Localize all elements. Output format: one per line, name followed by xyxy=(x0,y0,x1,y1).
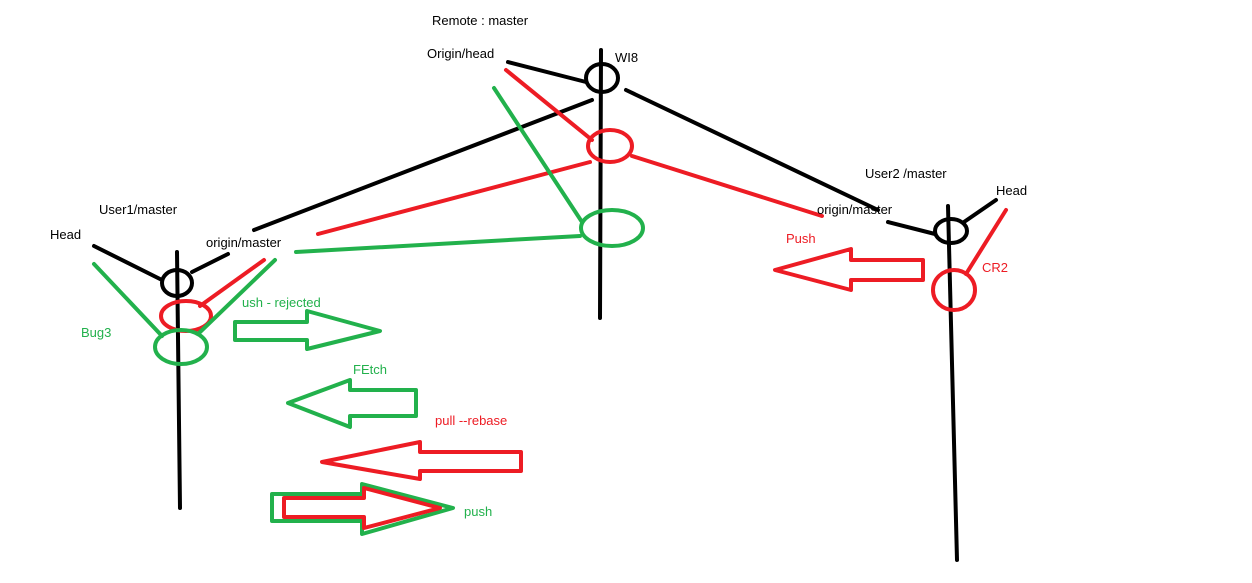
remote-origin-head-red-pointer xyxy=(504,68,594,142)
action-arrows xyxy=(233,247,925,536)
arrow-push-rejected xyxy=(233,309,382,351)
user2-title: User2 /master xyxy=(865,166,947,181)
user1-commit-wi8 xyxy=(160,268,194,298)
user2-head-label: Head xyxy=(996,183,1028,198)
remote-branch xyxy=(252,48,880,320)
remote-commit-label: WI8 xyxy=(615,50,639,65)
user1-commit-label: Bug3 xyxy=(81,325,112,340)
user1-origin-red-pointer xyxy=(198,258,266,308)
user2-branch xyxy=(886,198,1008,562)
user2-origin-pointer xyxy=(886,220,937,236)
user1-head-pointer xyxy=(92,244,164,282)
push-label: push xyxy=(464,504,493,519)
user1-branch xyxy=(92,244,277,510)
user1-origin-green-pointer xyxy=(196,258,277,336)
remote-cr2-to-user1-red-link xyxy=(316,160,592,236)
user1-title: User1/master xyxy=(99,202,178,217)
user2-head-pointer xyxy=(962,198,998,224)
remote-cr2-to-user2-red-link xyxy=(630,154,824,218)
remote-origin-head-label: Origin/head xyxy=(427,46,495,61)
user1-origin-label: origin/master xyxy=(206,235,282,250)
remote-origin-head-green-pointer xyxy=(492,86,584,224)
user1-origin-pointer xyxy=(190,252,230,274)
user2-commit-label: CR2 xyxy=(982,260,1009,275)
user2-origin-label: origin/master xyxy=(817,202,893,217)
arrow-push-red xyxy=(282,486,442,530)
arrow-fetch xyxy=(286,378,418,429)
remote-origin-head-pointer xyxy=(506,60,588,84)
user1-head-label: Head xyxy=(50,227,82,242)
remote-commit-wi8 xyxy=(584,62,620,94)
remote-commit-cr2 xyxy=(586,128,634,164)
remote-to-user1-link xyxy=(252,98,594,232)
arrow-pull-rebase xyxy=(320,440,523,481)
user1-head-green-pointer xyxy=(92,262,164,338)
remote-to-user2-link xyxy=(624,88,880,212)
fetch-label: FEtch xyxy=(353,362,387,377)
user2-trunk-line xyxy=(946,204,959,562)
remote-commit-bug3 xyxy=(579,208,645,248)
remote-bug3-to-user1-green-link xyxy=(294,234,582,254)
user2-push-label: Push xyxy=(786,231,816,246)
arrow-push-user2 xyxy=(773,247,925,292)
user2-commit-wi8 xyxy=(933,217,969,245)
user2-head-red-pointer xyxy=(964,208,1008,276)
user1-commit-bug3 xyxy=(153,328,209,366)
push-rejected-label: ush - rejected xyxy=(242,295,321,310)
remote-title: Remote : master xyxy=(432,13,529,28)
user1-trunk-line xyxy=(175,250,182,510)
remote-trunk-line xyxy=(598,48,603,320)
user2-commit-cr2 xyxy=(931,268,977,312)
pull-rebase-label: pull --rebase xyxy=(435,413,508,428)
